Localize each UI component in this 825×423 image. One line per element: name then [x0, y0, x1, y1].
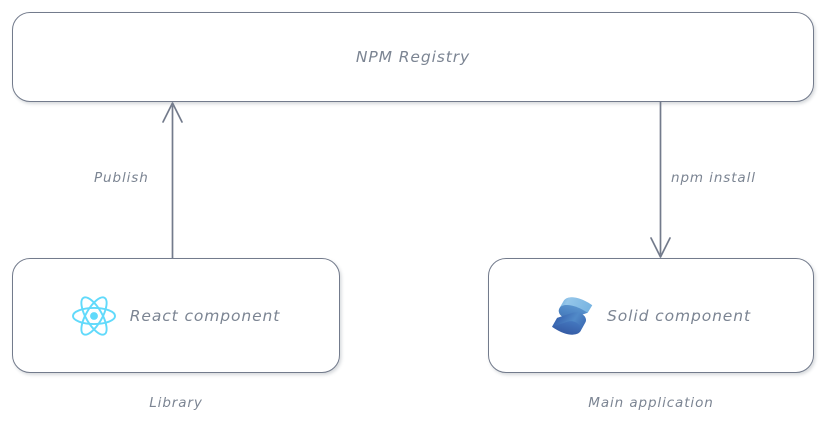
- edge-install-arrow: [650, 101, 671, 258]
- solid-logo-icon: [552, 296, 593, 335]
- edge-install-arrowhead: [650, 237, 671, 258]
- node-library-content: React component: [71, 295, 281, 336]
- node-library-label: React component: [129, 306, 281, 325]
- edge-publish-label: Publish: [94, 170, 149, 186]
- edge-publish-arrowhead: [162, 102, 183, 123]
- edge-publish-arrow: [162, 102, 183, 259]
- node-library[interactable]: React component: [12, 258, 340, 373]
- node-npm-registry-label: NPM Registry: [355, 48, 471, 66]
- caption-library: Library: [149, 395, 203, 411]
- edge-install-label: npm install: [671, 170, 756, 186]
- react-logo-icon: [71, 295, 116, 336]
- node-main-application[interactable]: Solid component: [488, 258, 814, 373]
- node-main-application-label: Solid component: [607, 306, 751, 325]
- node-npm-registry-content: NPM Registry: [356, 48, 470, 66]
- caption-main-application: Main application: [588, 395, 714, 411]
- node-main-application-content: Solid component: [551, 295, 751, 337]
- node-npm-registry[interactable]: NPM Registry: [12, 12, 814, 102]
